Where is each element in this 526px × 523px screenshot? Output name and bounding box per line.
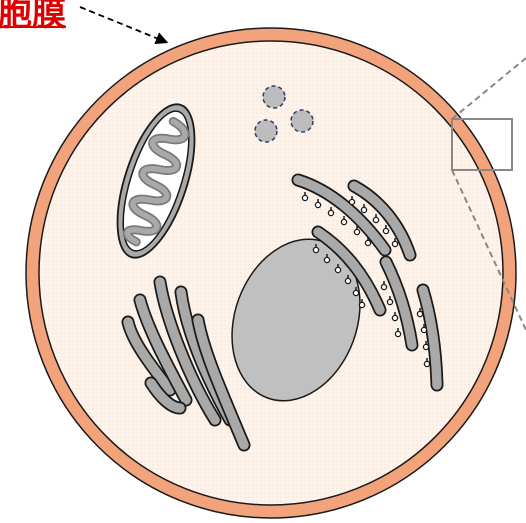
vesicle xyxy=(291,110,313,132)
ribosome xyxy=(313,247,318,252)
ribosome xyxy=(395,331,400,336)
ribosome xyxy=(417,311,422,316)
ribosome xyxy=(349,199,354,204)
ribosome xyxy=(341,219,346,224)
zoom-line-top xyxy=(452,58,526,119)
ribosome xyxy=(315,202,320,207)
ribosome xyxy=(387,299,392,304)
ribosome xyxy=(359,302,364,307)
vesicle xyxy=(255,120,277,142)
ribosome xyxy=(421,327,426,332)
arrow-pointer-icon xyxy=(80,7,166,42)
membrane-label: 胞膜 xyxy=(0,0,66,34)
ribosome xyxy=(354,229,359,234)
ribosome xyxy=(345,278,350,283)
ribosome xyxy=(328,210,333,215)
ribosome xyxy=(335,267,340,272)
ribosome xyxy=(392,241,397,246)
ribosome xyxy=(361,207,366,212)
ribosome xyxy=(302,195,307,200)
ribosome xyxy=(392,315,397,320)
ribosome xyxy=(324,257,329,262)
ribosome xyxy=(423,344,428,349)
ribosome xyxy=(365,240,370,245)
ribosome xyxy=(381,284,386,289)
ribosome xyxy=(383,228,388,233)
ribosome xyxy=(373,217,378,222)
vesicle xyxy=(263,86,285,108)
ribosome xyxy=(353,290,358,295)
ribosome xyxy=(424,361,429,366)
